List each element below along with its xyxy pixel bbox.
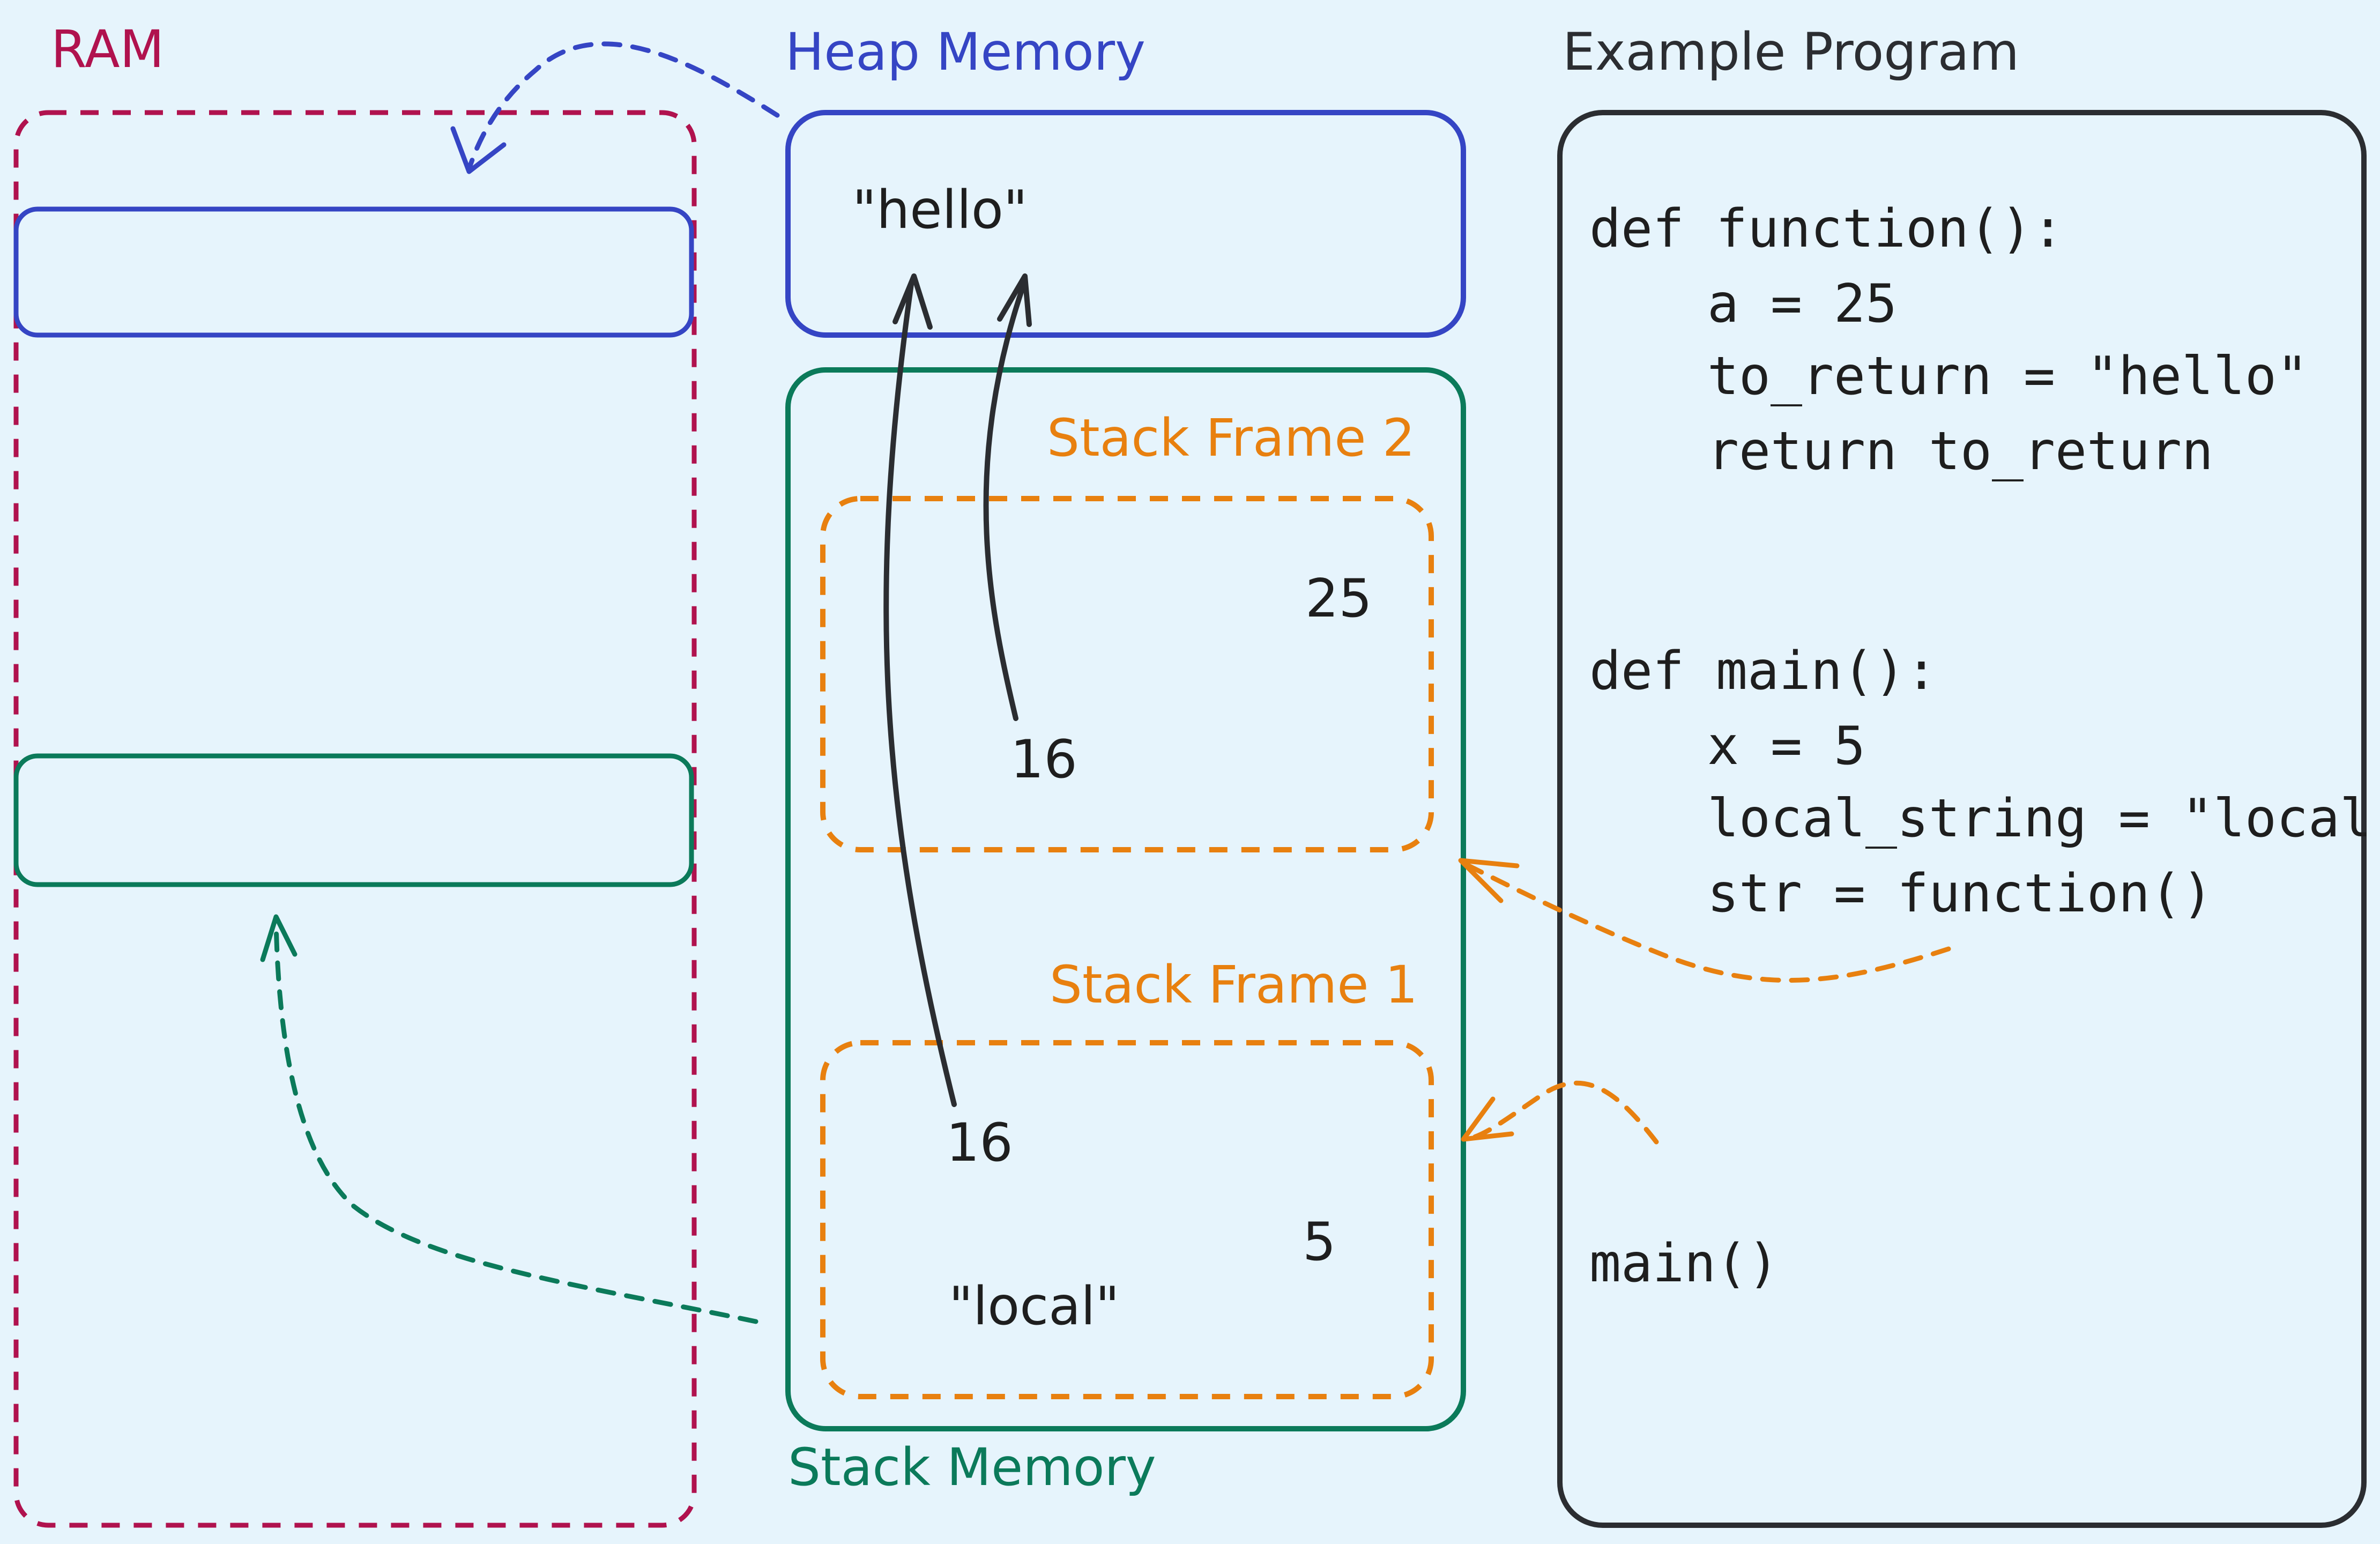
frame2-title: Stack Frame 2 (1047, 408, 1415, 468)
frame1-box (820, 1040, 1434, 1399)
function-call-arrowhead (1458, 858, 1520, 903)
function-call-arrow (1461, 860, 1951, 983)
frame2-ref-arrowhead (997, 273, 1032, 327)
code-line: main() (1589, 1233, 1779, 1294)
code-line: x = 5 (1707, 716, 1865, 777)
frame2-box (820, 496, 1434, 852)
stack-box (785, 367, 1466, 1431)
program-box (1557, 110, 2367, 1528)
ram-heap-region (13, 206, 694, 338)
stack-title: Stack Memory (788, 1437, 1156, 1497)
main-call-arrow (1463, 1080, 1659, 1145)
code-line: def main(): (1589, 641, 1937, 702)
frame1-ref-arrowhead (892, 273, 933, 330)
heap-box (785, 110, 1466, 338)
frame2-a-value: 25 (1305, 568, 1372, 629)
code-line: a = 25 (1707, 273, 1897, 335)
program-title: Example Program (1563, 22, 2019, 82)
code-line: to_return = "hello" (1707, 346, 2308, 407)
frame1-x-value: 5 (1303, 1212, 1336, 1273)
code-line: str = function() (1707, 863, 2213, 924)
frame1-ref-arrow (883, 281, 957, 1107)
heap-to-ram-arrow (466, 41, 780, 172)
stack-to-ram-arrow (273, 919, 758, 1324)
frame1-ref-value: 16 (946, 1112, 1013, 1174)
code-line: local_string = "local" (1707, 788, 2380, 849)
code-line: def function(): (1589, 198, 2064, 259)
frame1-title: Stack Frame 1 (1050, 955, 1418, 1015)
stack-to-ram-arrowhead (260, 914, 298, 962)
ram-box (13, 110, 697, 1528)
heap-hello-value: "hello" (852, 180, 1028, 241)
heap-to-ram-arrowhead (450, 126, 507, 174)
ram-title: RAM (51, 19, 164, 79)
frame2-ref-arrow (983, 281, 1027, 721)
heap-title: Heap Memory (785, 22, 1146, 82)
ram-stack-region (13, 753, 694, 887)
frame1-local-value: "local" (949, 1276, 1120, 1337)
code-line: return to_return (1707, 421, 2213, 482)
frame2-ref-value: 16 (1010, 729, 1077, 790)
main-call-arrowhead (1461, 1096, 1514, 1142)
